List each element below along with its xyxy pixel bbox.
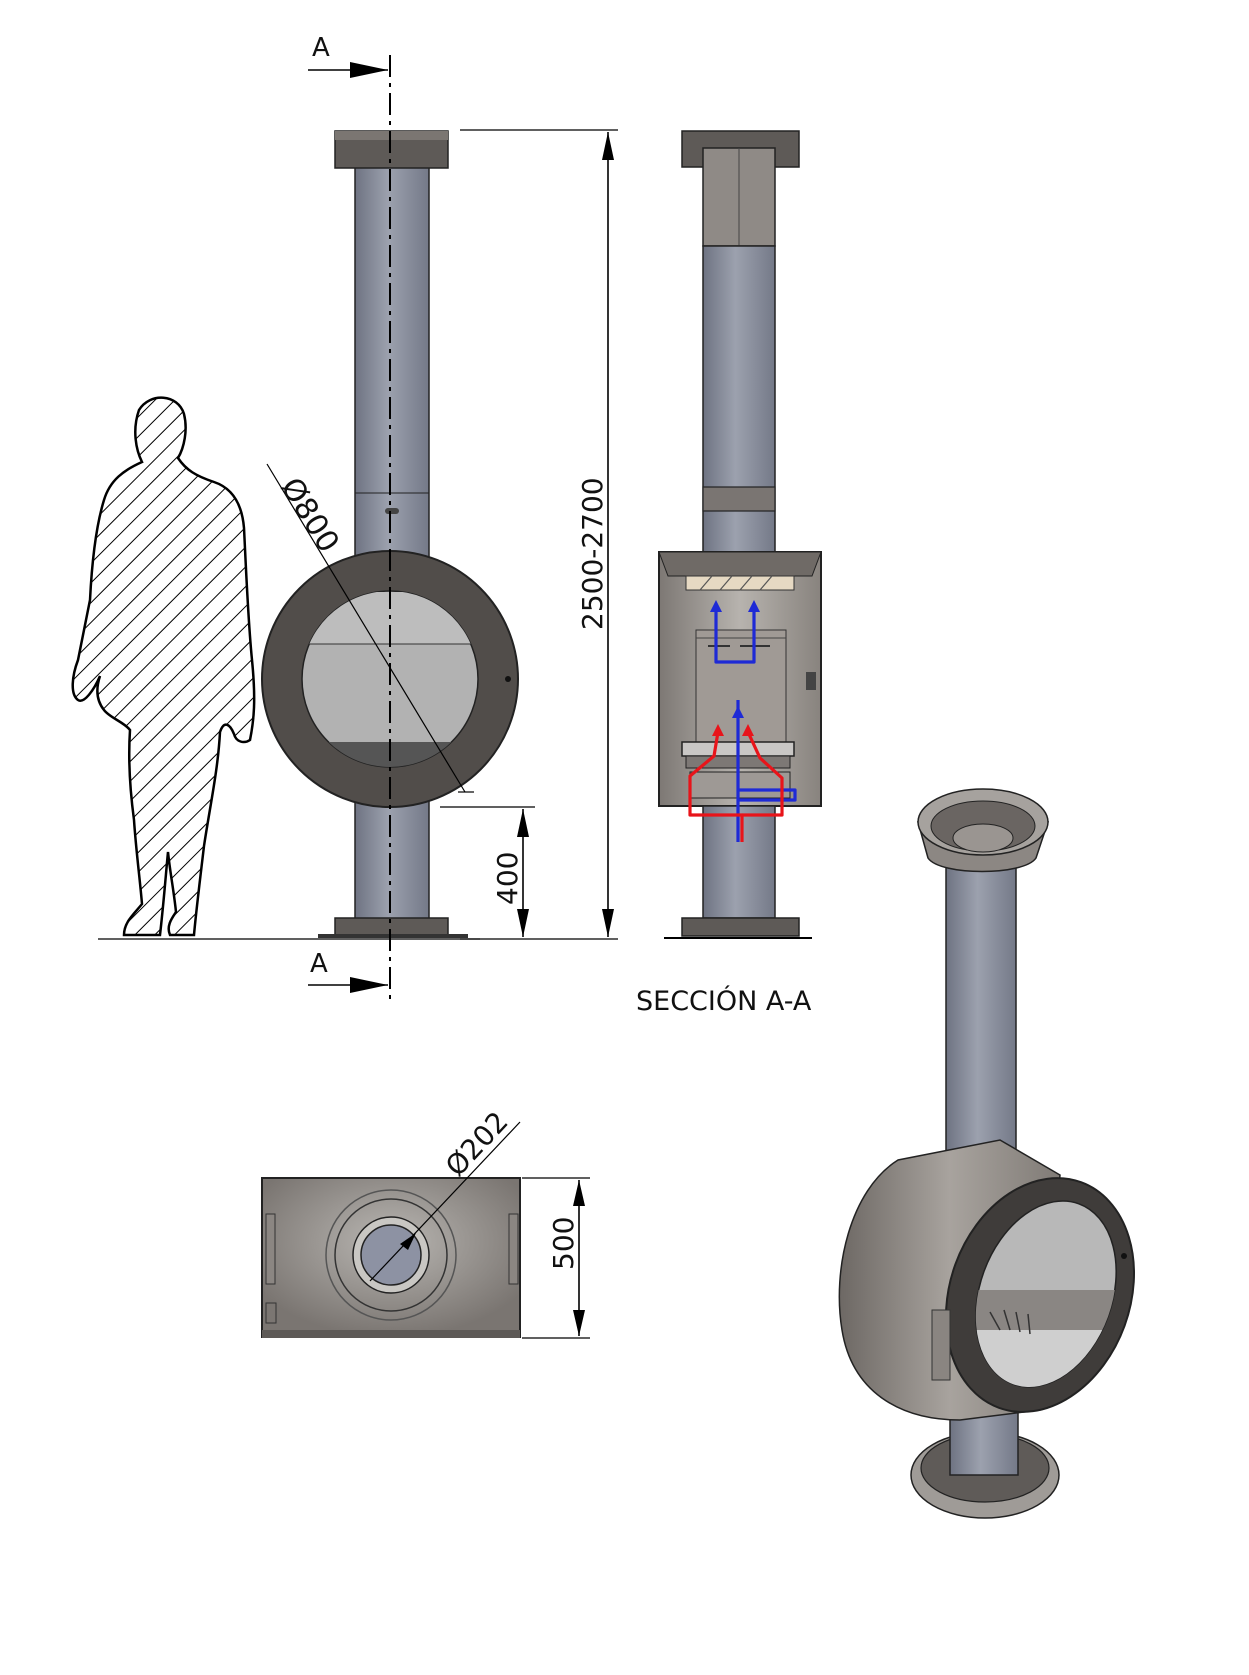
- floor-plate: [334, 917, 449, 936]
- height-range-label: 2500-2700: [576, 477, 609, 630]
- diameter-flue-label: Ø202: [439, 1105, 515, 1183]
- section-marker-bottom: A: [310, 949, 328, 979]
- depth-label: 500: [547, 1217, 580, 1270]
- top-view: Ø202 500: [261, 1105, 590, 1339]
- isometric-view: [838, 788, 1136, 1519]
- cold-air-flow: [714, 608, 797, 842]
- section-marker-top: A: [312, 33, 330, 63]
- diameter-body-label: Ø800: [273, 472, 346, 559]
- hot-air-flow: [688, 731, 784, 842]
- base-height-label: 400: [491, 852, 524, 905]
- section-view: SECCIÓN A-A: [636, 130, 822, 1017]
- section-title: SECCIÓN A-A: [636, 985, 812, 1017]
- front-elevation: A A Ø800 2500-2700 400: [98, 33, 618, 1000]
- human-silhouette: [71, 396, 256, 937]
